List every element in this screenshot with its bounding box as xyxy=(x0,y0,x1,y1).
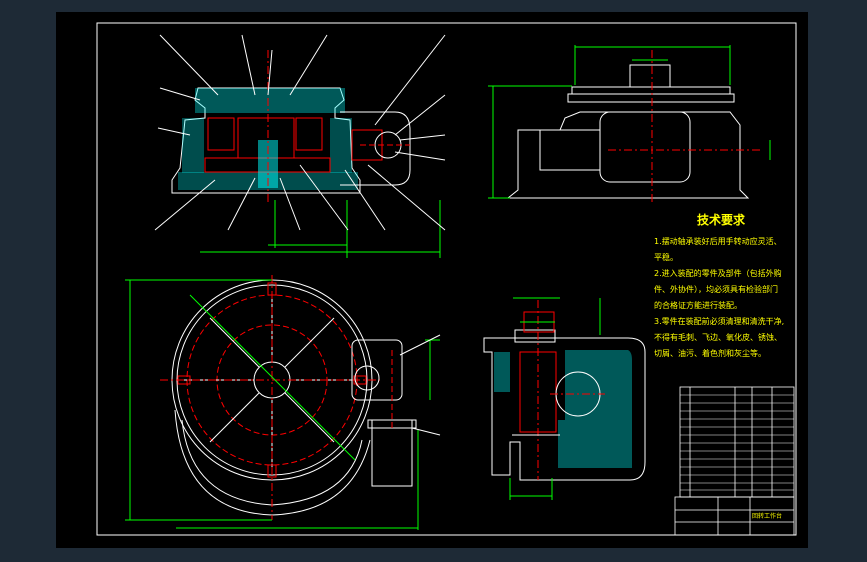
front-section-view xyxy=(154,34,446,258)
tech-requirements-list: 1.摆动轴承装好后用手转动应灵活、 平稳。 2.进入装配的零件及部件（包括外购 … xyxy=(654,234,804,362)
tech-item: 的合格证方能进行装配。 xyxy=(654,301,742,310)
tech-item: 2.进入装配的零件及部件（包括外购 xyxy=(654,269,782,278)
title-block xyxy=(674,386,795,536)
tech-item: 1.摆动轴承装好后用手转动应灵活、 xyxy=(654,237,782,246)
tech-item: 切屑、油污、着色剂和灰尘等。 xyxy=(654,349,766,358)
side-view xyxy=(488,45,771,205)
drawing-name: 回转工作台 xyxy=(752,512,782,520)
tech-item: 3.零件在装配前必须清理和清洗干净, xyxy=(654,317,785,326)
worm-section-view xyxy=(483,297,646,500)
inner-border xyxy=(96,22,797,536)
tech-item: 不得有毛刺、飞边、氧化皮、锈蚀、 xyxy=(654,333,782,342)
tech-requirements-title: 技术要求 xyxy=(697,213,746,227)
tech-item: 件、外协件），均必须具有检验部门 xyxy=(654,285,778,294)
plan-view xyxy=(125,275,441,530)
tech-item: 平稳。 xyxy=(654,253,678,262)
title-block-rows xyxy=(680,394,794,491)
